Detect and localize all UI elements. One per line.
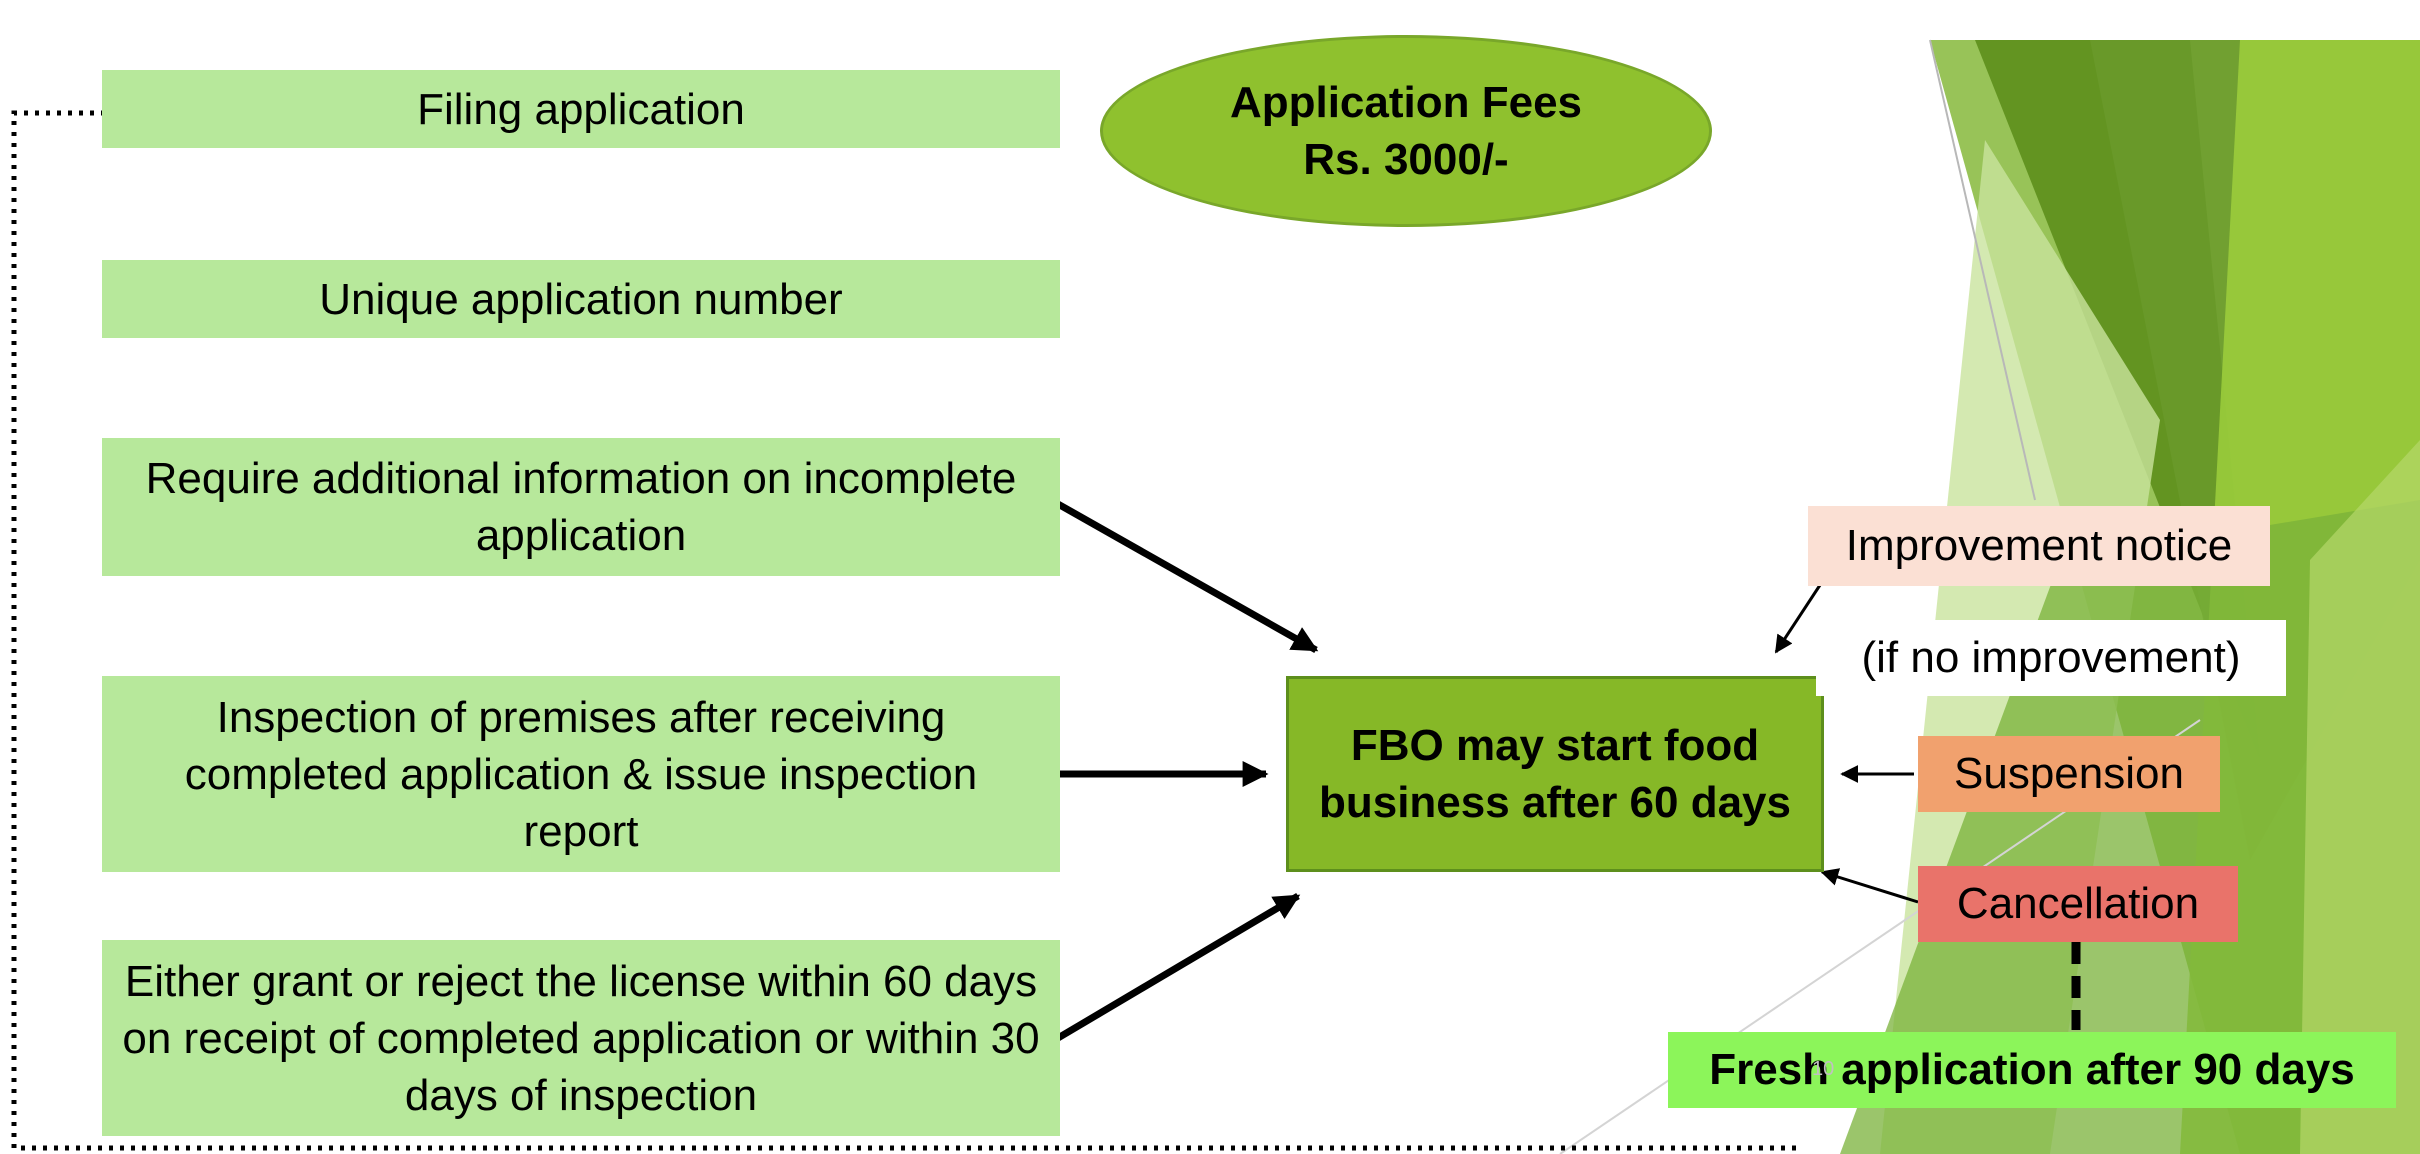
fresh-application-label: Fresh application after 90 days xyxy=(1709,1045,2355,1094)
step-label: Inspection of premises after receiving c… xyxy=(184,692,978,856)
step-filing-application: Filing application xyxy=(102,70,1060,148)
improvement-notice-box: Improvement notice xyxy=(1808,506,2270,586)
improvement-notice-label: Improvement notice xyxy=(1845,521,2233,570)
fees-title: Application Fees xyxy=(1229,78,1583,127)
if-no-improvement-note: (if no improvement) xyxy=(1816,620,2286,696)
loop-back-connector xyxy=(11,109,1796,1151)
suspension-box: Suspension xyxy=(1918,736,2220,812)
step-grant-or-reject: Either grant or reject the license withi… xyxy=(102,940,1060,1136)
step-unique-application-number: Unique application number xyxy=(102,260,1060,338)
arrow-improvement-down xyxy=(1774,581,1824,654)
outcome-fbo-start-business: FBO may start food business after 60 day… xyxy=(1286,676,1824,872)
step-label: Either grant or reject the license withi… xyxy=(122,956,1040,1120)
arrow-cancellation-to-outcome xyxy=(1820,868,1919,904)
arrow-info-to-outcome xyxy=(1056,500,1319,654)
if-no-improvement-label: (if no improvement) xyxy=(1861,633,2241,682)
arrow-decision-to-outcome xyxy=(1056,892,1301,1042)
step-additional-information: Require additional information on incomp… xyxy=(102,438,1060,576)
cancellation-label: Cancellation xyxy=(1956,879,2200,928)
fresh-application-box: Fresh application after 90 days xyxy=(1668,1032,2396,1108)
fees-amount: Rs. 3000/- xyxy=(1303,135,1509,184)
decorative-background xyxy=(1559,39,2420,1154)
step-inspection: Inspection of premises after receiving c… xyxy=(102,676,1060,872)
outcome-label: FBO may start food business after 60 day… xyxy=(1318,721,1791,827)
suspension-label: Suspension xyxy=(1954,749,2184,798)
slide-number: 10 xyxy=(1812,1058,1835,1080)
cancellation-box: Cancellation xyxy=(1918,866,2238,942)
application-fees-ellipse: Application Fees Rs. 3000/- xyxy=(1100,35,1712,227)
step-label: Unique application number xyxy=(319,274,843,324)
step-label: Require additional information on incomp… xyxy=(145,454,1017,560)
step-label: Filing application xyxy=(417,84,745,134)
